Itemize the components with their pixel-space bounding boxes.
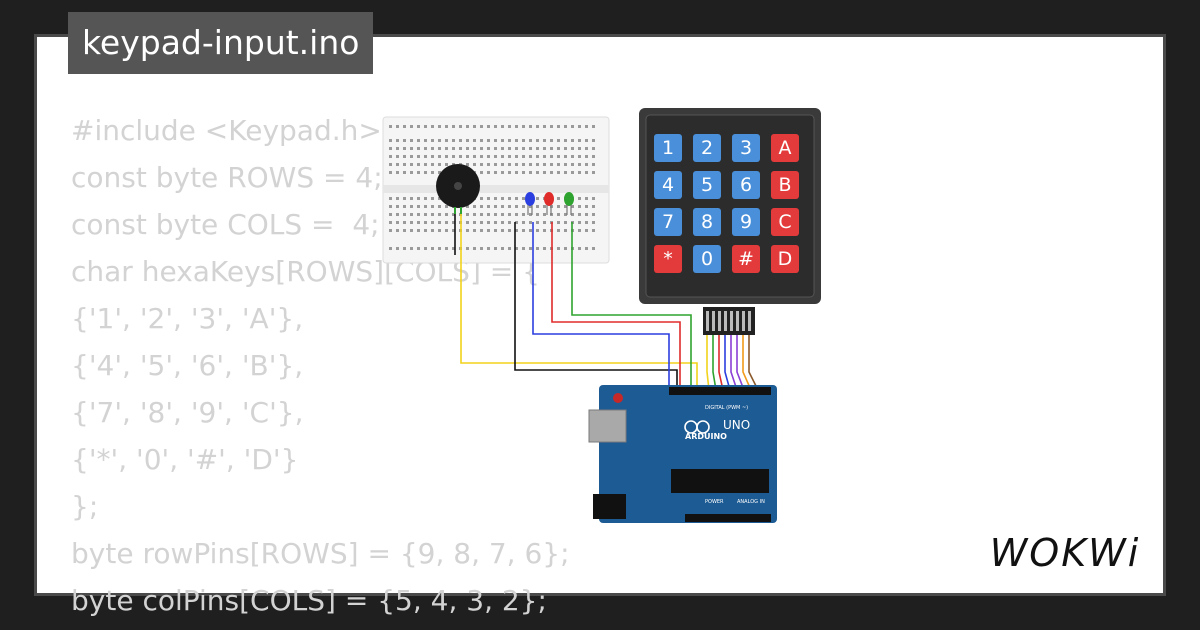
keypad-key[interactable]: D — [771, 245, 799, 273]
code-line: const byte ROWS = 4; — [71, 161, 383, 194]
arduino-digital-label: DIGITAL (PWM ~) — [705, 405, 748, 411]
keypad-key[interactable]: 5 — [693, 171, 721, 199]
keypad-key-label: B — [778, 174, 791, 196]
keypad-key-label: # — [738, 248, 754, 270]
keypad-key-label: 9 — [740, 211, 752, 233]
keypad: 1 2 3 A 4 5 6 B 7 8 9 C * 0 # D — [639, 108, 821, 335]
led — [525, 192, 535, 215]
keypad-key[interactable]: A — [771, 134, 799, 162]
keypad-key-label: 4 — [662, 174, 674, 196]
arduino-model-label: UNO — [723, 418, 750, 432]
keypad-wire-group — [706, 335, 759, 391]
keypad-key-label: 6 — [740, 174, 752, 196]
keypad-wire — [742, 335, 752, 391]
arduino-uno: ARDUINO UNO DIGITAL (PWM ~) POWER ANALOG… — [588, 385, 777, 523]
breadboard — [382, 116, 610, 264]
wire-group — [454, 214, 698, 390]
code-line: {'*', '0', '#', 'D'} — [71, 443, 299, 476]
keypad-key[interactable]: 8 — [693, 208, 721, 236]
keypad-key-label: 3 — [740, 137, 752, 159]
wire-red-led — [551, 222, 681, 390]
code-line: #include <Keypad.h> — [71, 114, 382, 147]
sketch-title: keypad-input.ino — [68, 12, 374, 74]
keypad-wire — [724, 335, 731, 391]
keypad-key[interactable]: 7 — [654, 208, 682, 236]
keypad-key-label: 5 — [701, 174, 713, 196]
keypad-key[interactable]: C — [771, 208, 799, 236]
keypad-wire — [706, 335, 710, 391]
circuit-diagram: 1 2 3 A 4 5 6 B 7 8 9 C * 0 # D ARDUINO UNO DIGITAL (PW… — [382, 108, 821, 523]
keypad-key-label: 2 — [701, 137, 713, 159]
keypad-wire — [748, 335, 759, 391]
keypad-key-label: 8 — [701, 211, 713, 233]
code-line: char hexaKeys[ROWS][COLS] = { — [71, 255, 540, 288]
led — [564, 192, 574, 215]
code-line: {'7', '8', '9', 'C'}, — [71, 396, 304, 429]
wire-blue-led — [532, 222, 670, 390]
keypad-key-label: A — [779, 137, 792, 159]
code-line: {'1', '2', '3', 'A'}, — [71, 302, 304, 335]
wire-buzzer-signal — [460, 214, 698, 390]
keypad-key[interactable]: B — [771, 171, 799, 199]
keypad-key[interactable]: 3 — [732, 134, 760, 162]
keypad-wire — [736, 335, 745, 391]
keypad-key[interactable]: 6 — [732, 171, 760, 199]
led — [544, 192, 554, 215]
keypad-wire — [730, 335, 738, 391]
keypad-key-label: 1 — [662, 137, 674, 159]
keypad-key-label: 7 — [662, 211, 674, 233]
keypad-key[interactable]: 2 — [693, 134, 721, 162]
keypad-key[interactable]: 9 — [732, 208, 760, 236]
led-group — [525, 192, 574, 215]
code-line: const byte COLS = 4; — [71, 208, 380, 241]
code-line: {'4', '5', '6', 'B'}, — [71, 349, 304, 382]
keypad-wire — [718, 335, 724, 391]
svg-text:WOKWi: WOKWi — [990, 531, 1141, 575]
code-line: }; — [71, 490, 99, 523]
wire-ground — [514, 222, 678, 390]
code-line: byte colPins[COLS] = {5, 4, 3, 2}; — [71, 584, 547, 617]
keypad-key-label: * — [663, 248, 673, 270]
keypad-key[interactable]: 0 — [693, 245, 721, 273]
code-line: byte rowPins[ROWS] = {9, 8, 7, 6}; — [71, 537, 570, 570]
arduino-power-label: POWER — [705, 499, 724, 505]
code-preview: #include <Keypad.h> const byte ROWS = 4; c… — [71, 107, 570, 624]
arduino-brand-label: ARDUINO — [685, 432, 727, 441]
buzzer — [436, 164, 480, 214]
arduino-analog-label: ANALOG IN — [737, 499, 765, 505]
preview-card: #include <Keypad.h> const byte ROWS = 4; c… — [34, 34, 1166, 617]
keypad-key-label: 0 — [701, 248, 713, 270]
keypad-wire — [712, 335, 717, 391]
keypad-key[interactable]: # — [732, 245, 760, 273]
keypad-key[interactable]: 1 — [654, 134, 682, 162]
wire-green-led — [571, 222, 692, 390]
keypad-key[interactable]: * — [654, 245, 682, 273]
keypad-key-label: C — [778, 211, 791, 233]
keypad-key-label: D — [778, 248, 793, 270]
keypad-key[interactable]: 4 — [654, 171, 682, 199]
wokwi-logo: WOKWi — [990, 531, 1141, 575]
